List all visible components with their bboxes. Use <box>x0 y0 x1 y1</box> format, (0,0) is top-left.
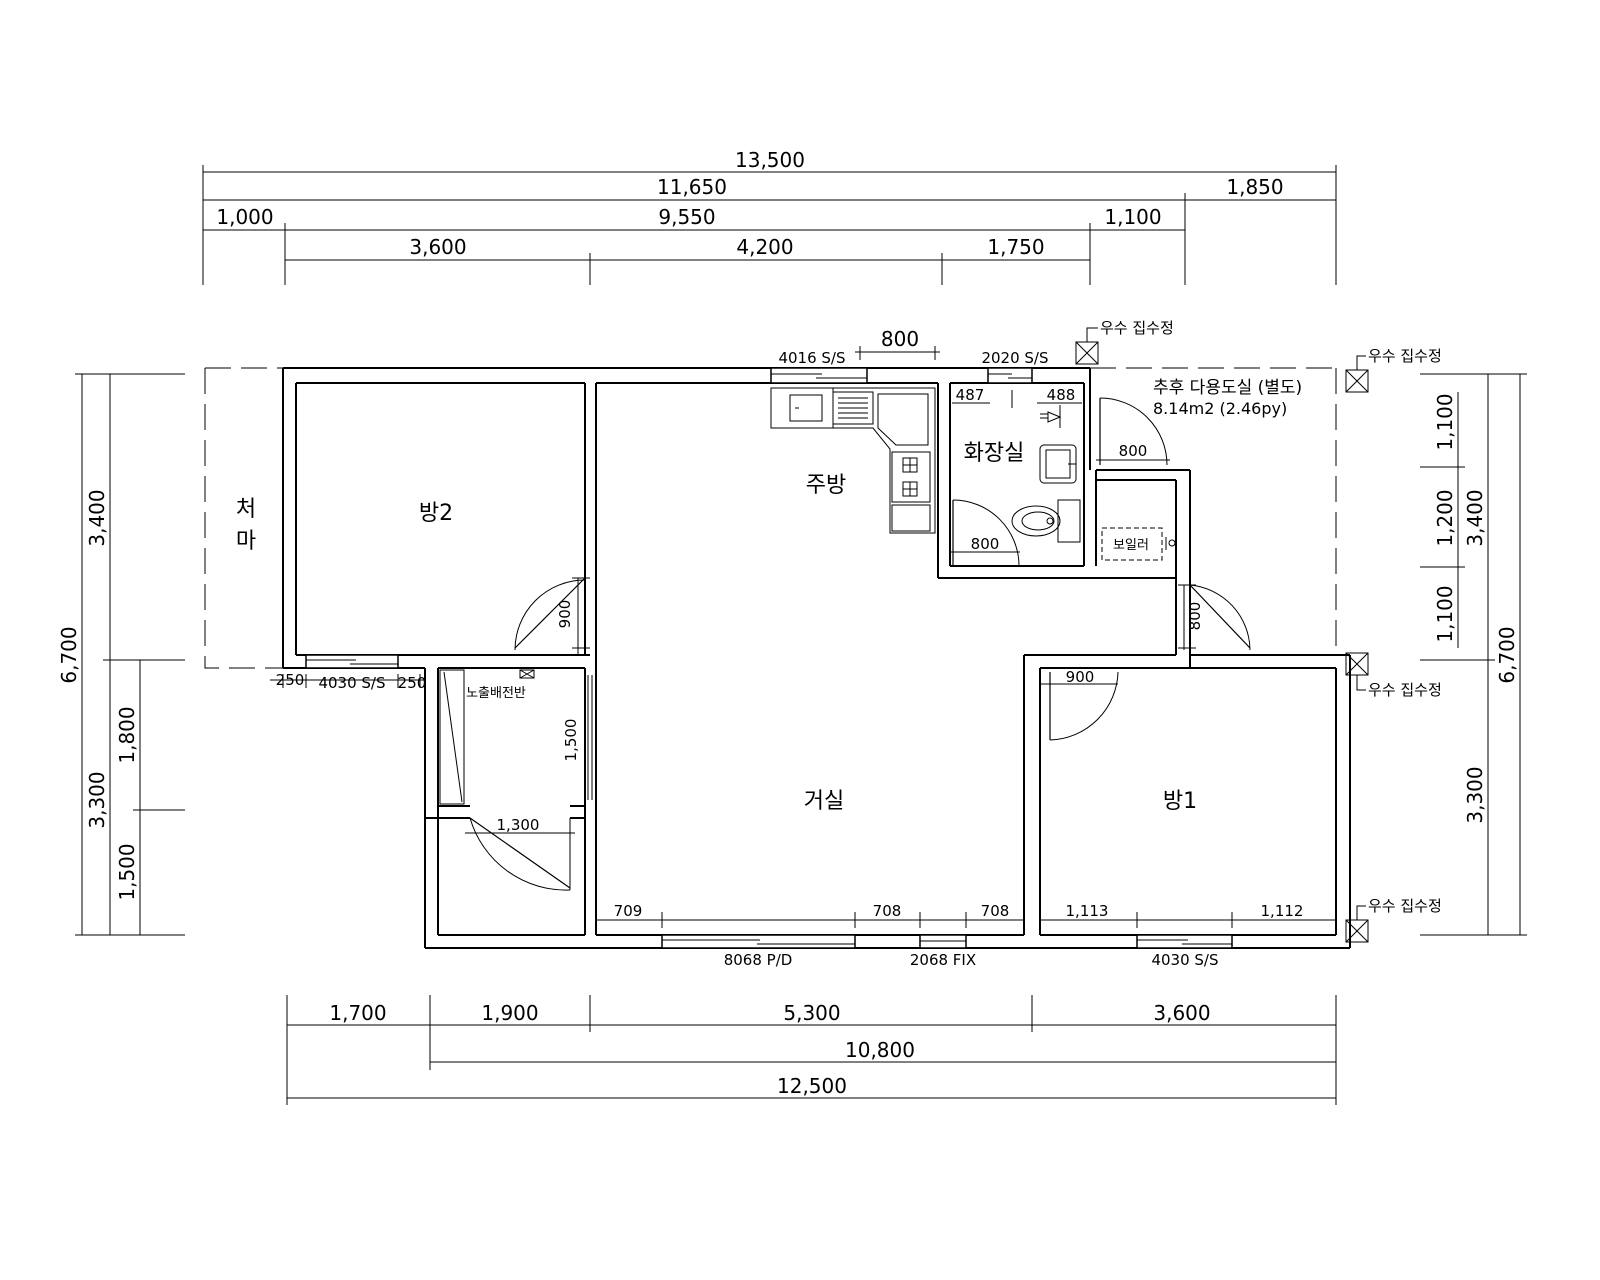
boiler-unit: 보일러 <box>1101 527 1176 561</box>
dim-room1-door-900: 900 <box>1066 668 1095 686</box>
drain-label-4: 우수 집수정 <box>1368 897 1442 915</box>
dim-top-1850: 1,850 <box>1226 175 1283 199</box>
room-label-bathroom: 화장실 <box>964 441 1025 466</box>
drain-1: 우수 집수정 <box>1075 319 1174 365</box>
panel-label: 노출배전반 <box>466 686 526 701</box>
toilet-icon <box>1011 499 1081 543</box>
dim-right-6700: 6,700 <box>1495 626 1519 683</box>
room-label-room2: 방2 <box>419 501 453 526</box>
window-4030-left-label: 4030 S/S <box>318 674 385 692</box>
window-4016-label: 4016 S/S <box>778 349 845 367</box>
dim-top-3600: 3,600 <box>409 235 466 259</box>
drain-label-2: 우수 집수정 <box>1368 347 1442 365</box>
dim-right-3300: 3,300 <box>1463 766 1487 823</box>
room-label-room1: 방1 <box>1163 789 1197 814</box>
dim-bottom-10800: 10,800 <box>845 1038 915 1062</box>
sink-icon <box>832 391 874 425</box>
dim-top-1100: 1,100 <box>1104 205 1161 229</box>
dim-top-1750: 1,750 <box>987 235 1044 259</box>
shower-icon <box>1040 405 1062 428</box>
dim-709: 709 <box>614 902 643 920</box>
dim-bottom-1900: 1,900 <box>481 1001 538 1025</box>
room-labels: 방2 주방 화장실 거실 방1 <box>419 441 1197 814</box>
dim-1113: 1,113 <box>1066 902 1109 920</box>
dim-1112: 1,112 <box>1261 902 1304 920</box>
windows: 4016 S/S 2020 S/S 4030 S/S 8068 P/D 2068… <box>305 349 1233 969</box>
dim-storage-1500: 1,500 <box>562 719 580 762</box>
dim-right-1100-a: 1,100 <box>1433 393 1457 450</box>
eaves-label-2: 마 <box>236 529 256 554</box>
drain-label-3: 우수 집수정 <box>1368 681 1442 699</box>
stove-icon <box>891 451 931 503</box>
window-4030-right-label: 4030 S/S <box>1151 951 1218 969</box>
utility-room-area: 8.14m2 (2.46py) <box>1153 399 1287 418</box>
dim-left-3400: 3,400 <box>85 489 109 546</box>
room-label-kitchen: 주방 <box>806 473 846 498</box>
dim-right-1100-b: 1,100 <box>1433 585 1457 642</box>
dim-right-1200: 1,200 <box>1433 489 1457 546</box>
dim-bottom-5300: 5,300 <box>783 1001 840 1025</box>
dim-708-a: 708 <box>873 902 902 920</box>
window-2068-label: 2068 FIX <box>910 951 976 969</box>
utility-room-outline: 추후 다용도실 (별도) 8.14m2 (2.46py) <box>1090 367 1337 655</box>
dim-top-800: 800 <box>881 327 919 351</box>
walls <box>282 367 1351 949</box>
dim-top-1000: 1,000 <box>216 205 273 229</box>
bottom-dimensions: 1,700 1,900 5,300 3,600 10,800 12,500 <box>286 995 1337 1105</box>
dim-left-6700: 6,700 <box>57 626 81 683</box>
dim-boiler-door-800: 800 <box>1186 602 1204 631</box>
dim-left-1500: 1,500 <box>115 843 139 900</box>
dim-bottom-1700: 1,700 <box>329 1001 386 1025</box>
dim-storage-door-1300: 1,300 <box>497 816 540 834</box>
left-dimensions: 6,700 3,400 3,300 1,800 1,500 <box>57 373 185 936</box>
dim-top-13500: 13,500 <box>735 148 805 172</box>
dim-utility-door-800: 800 <box>1119 442 1148 460</box>
dim-left-1800: 1,800 <box>115 706 139 763</box>
right-dimensions: 1,100 1,200 1,100 3,400 6,700 3,300 <box>1420 373 1527 936</box>
window-2020-label: 2020 S/S <box>981 349 1048 367</box>
utility-room-title: 추후 다용도실 (별도) <box>1153 378 1302 398</box>
drain-4: 우수 집수정 <box>1345 897 1442 943</box>
dim-708-b: 708 <box>981 902 1010 920</box>
dim-bath-door-800: 800 <box>971 535 1000 553</box>
room-label-living: 거실 <box>804 789 844 814</box>
drain-2: 우수 집수정 <box>1345 347 1442 393</box>
eaves-label-1: 처 <box>236 497 256 522</box>
panel-icon <box>519 669 535 679</box>
dim-right-3400: 3,400 <box>1463 489 1487 546</box>
dim-top-4200: 4,200 <box>736 235 793 259</box>
door-8068-label: 8068 P/D <box>724 951 793 969</box>
dim-room2-door-900: 900 <box>556 600 574 629</box>
dim-top-9550: 9,550 <box>658 205 715 229</box>
storage-panel: 노출배전반 <box>439 669 535 805</box>
dim-bottom-3600: 3,600 <box>1153 1001 1210 1025</box>
dim-250-b: 250 <box>398 674 427 692</box>
kitchen-counter <box>770 387 936 534</box>
washbasin-icon <box>1039 444 1077 484</box>
drain-label-1: 우수 집수정 <box>1100 319 1174 337</box>
dim-bottom-12500: 12,500 <box>777 1074 847 1098</box>
dim-left-3300: 3,300 <box>85 771 109 828</box>
dim-top-11650: 11,650 <box>657 175 727 199</box>
drains: 우수 집수정 우수 집수정 우수 집수정 우수 집수정 <box>1075 319 1442 943</box>
boiler-label: 보일러 <box>1113 538 1149 553</box>
inner-dimensions: 800 250 250 709 708 708 1,113 1,112 <box>270 327 1336 928</box>
eaves-outline: 처 마 <box>204 367 283 669</box>
dim-bath-488: 488 <box>1047 386 1076 404</box>
bathroom-fixtures: 487 488 <box>952 386 1082 543</box>
drain-3: 우수 집수정 <box>1345 652 1442 699</box>
dim-250-a: 250 <box>276 671 305 689</box>
dim-bath-487: 487 <box>956 386 985 404</box>
top-dimensions: 13,500 11,650 1,850 1,000 9,550 1,100 3,… <box>202 148 1337 285</box>
doors: 900 1,300 1,500 800 800 800 900 <box>465 397 1251 891</box>
